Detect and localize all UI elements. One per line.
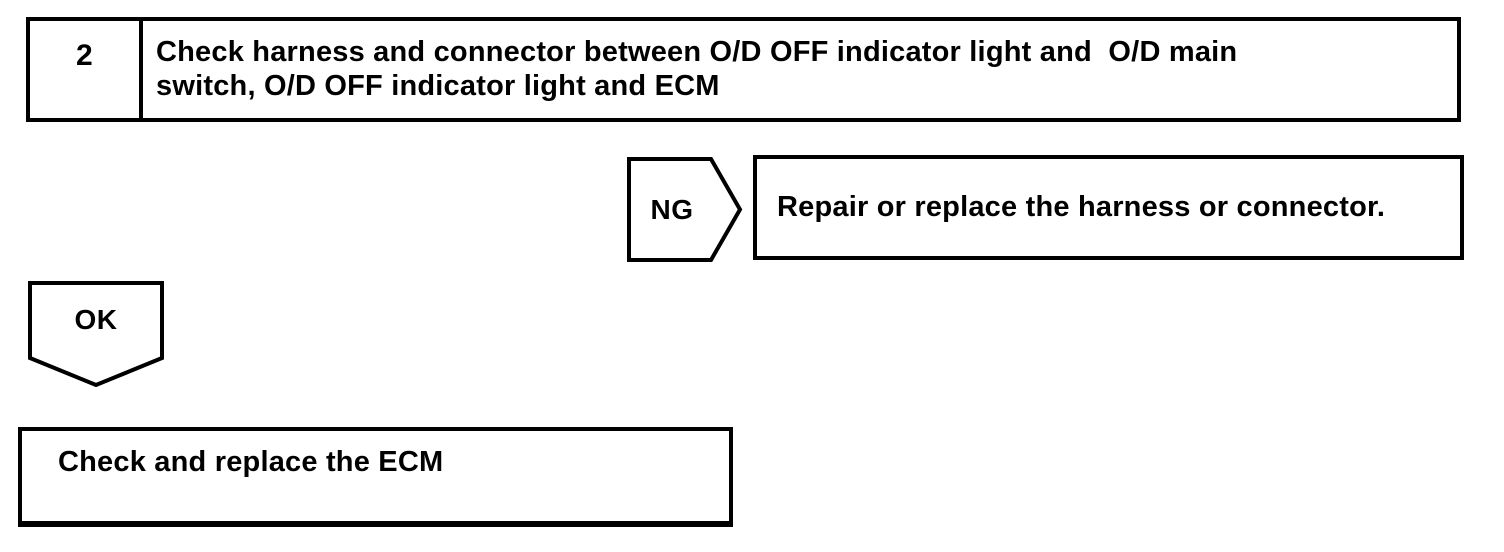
ok-connector: OK <box>28 281 164 387</box>
ok-label: OK <box>74 304 118 335</box>
ok-arrow-shape <box>28 281 164 387</box>
ng-connector: NG <box>627 157 743 262</box>
ok-action-text: Check and replace the ECM <box>58 446 444 478</box>
step-number: 2 <box>30 21 143 118</box>
ng-action-box: Repair or replace the harness or connect… <box>753 155 1464 260</box>
step-instruction: Check harness and connector between O/D … <box>156 36 1238 102</box>
ng-arrow-shape <box>627 157 743 262</box>
ng-action-text: Repair or replace the harness or connect… <box>777 191 1386 223</box>
step-box: 2 Check harness and connector between O/… <box>26 17 1461 122</box>
ok-action-box: Check and replace the ECM <box>18 427 733 527</box>
ng-label: NG <box>650 193 694 225</box>
